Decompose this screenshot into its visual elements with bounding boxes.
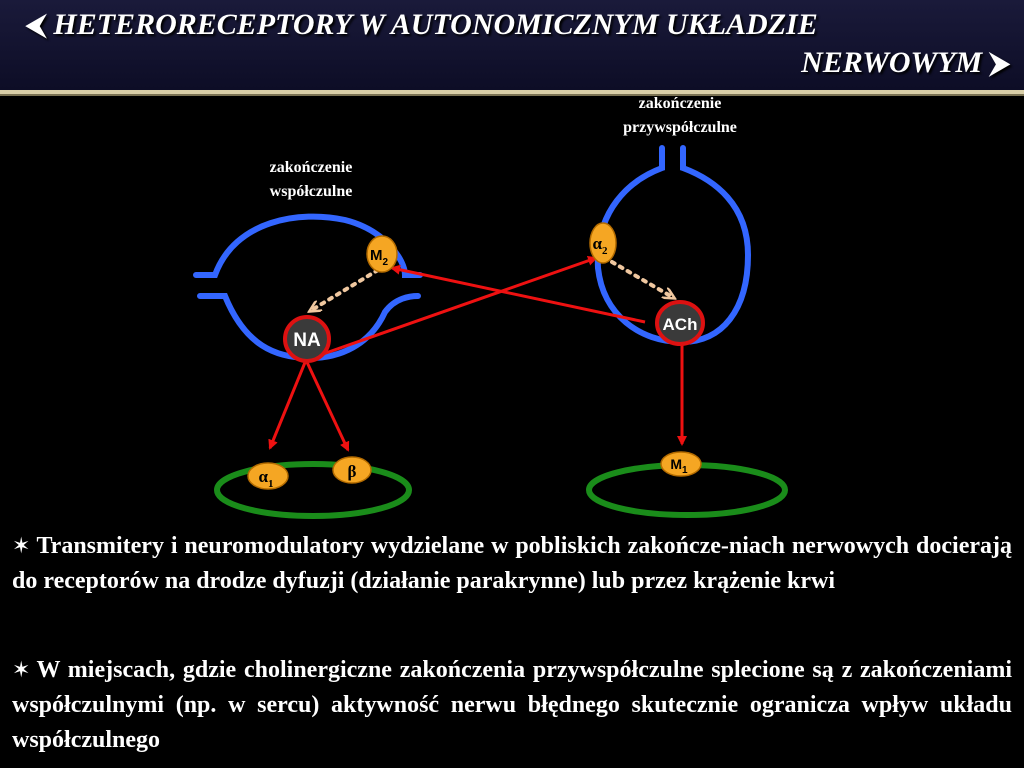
title-line-2: NERWOWYM ⮞ [801,46,1010,81]
dotted-arrow-m2-to-na [310,268,380,313]
transmitter-na: NA [283,315,331,363]
transmitter-na-label: NA [293,330,321,351]
sympathetic-nerve-ending-lower [197,293,421,362]
paragraph-1: ✶Transmitery i neuromodulatory wydzielan… [12,528,1012,599]
receptor-alpha2: α2 [589,222,617,264]
dotted-arrow-alpha2-to-ach [610,260,674,300]
title-bar: ⮜ HETERORECEPTORY W AUTONOMICZNYM UKŁADZ… [0,0,1024,94]
sympathetic-nerve-ending [193,213,423,278]
svg-text:α2: α2 [593,234,609,257]
receptor-alpha1: α1 [247,462,289,490]
title-line-1: ⮜ HETERORECEPTORY W AUTONOMICZNYM UKŁADZ… [26,8,818,43]
paragraph-2: ✶W miejscach, gdzie cholinergiczne zakoń… [12,652,1012,758]
target-cell-left [214,461,412,519]
paragraph-2-text: W miejscach, gdzie cholinergiczne zakońc… [12,657,1012,753]
star-bullet-icon: ✶ [12,533,31,558]
receptor-m1: M1 [660,451,702,477]
label-parasympathetic-line1: zakończenie [638,95,722,112]
arrow-na-to-alpha1 [268,359,308,450]
title-text-1: HETERORECEPTORY W AUTONOMICZNYM UKŁADZIE [53,8,818,41]
svg-text:M2: M2 [370,247,389,268]
transmitter-ach-label: ACh [663,315,698,334]
receptor-m1-base: M [670,456,682,472]
label-sympathetic-line1: zakończenie [269,159,353,176]
receptor-alpha2-sub: 2 [602,245,608,257]
receptor-alpha1-base: α [259,467,269,486]
label-parasympathetic: zakończenie przywspółczulne [595,92,765,140]
receptor-m2: M2 [366,235,398,273]
transmitter-ach: ACh [655,300,705,346]
chevron-left-icon: ⮜ [26,10,46,41]
svg-text:α1: α1 [259,467,274,490]
label-parasympathetic-line2: przywspółczulne [623,119,737,136]
label-sympathetic-line2: współczulne [269,183,353,200]
receptor-beta-label: β [348,462,357,481]
receptor-m2-sub: 2 [382,257,388,268]
arrow-na-to-beta [304,359,350,452]
receptor-m2-base: M [370,247,383,264]
paragraph-1-text: Transmitery i neuromodulatory wydzielane… [12,533,1012,594]
receptor-alpha1-sub: 1 [268,478,274,490]
receptor-m1-sub: 1 [682,465,688,476]
svg-text:M1: M1 [670,456,688,476]
star-bullet-icon: ✶ [12,657,31,682]
arrow-ach-to-m2 [390,264,646,324]
label-sympathetic: zakończenie współczulne [236,156,386,204]
receptor-alpha2-base: α [593,234,603,253]
title-text-2: NERWOWYM [801,46,983,79]
chevron-right-icon: ⮞ [989,48,1010,79]
arrow-na-to-alpha2 [305,255,598,362]
receptor-beta: β [332,456,372,484]
